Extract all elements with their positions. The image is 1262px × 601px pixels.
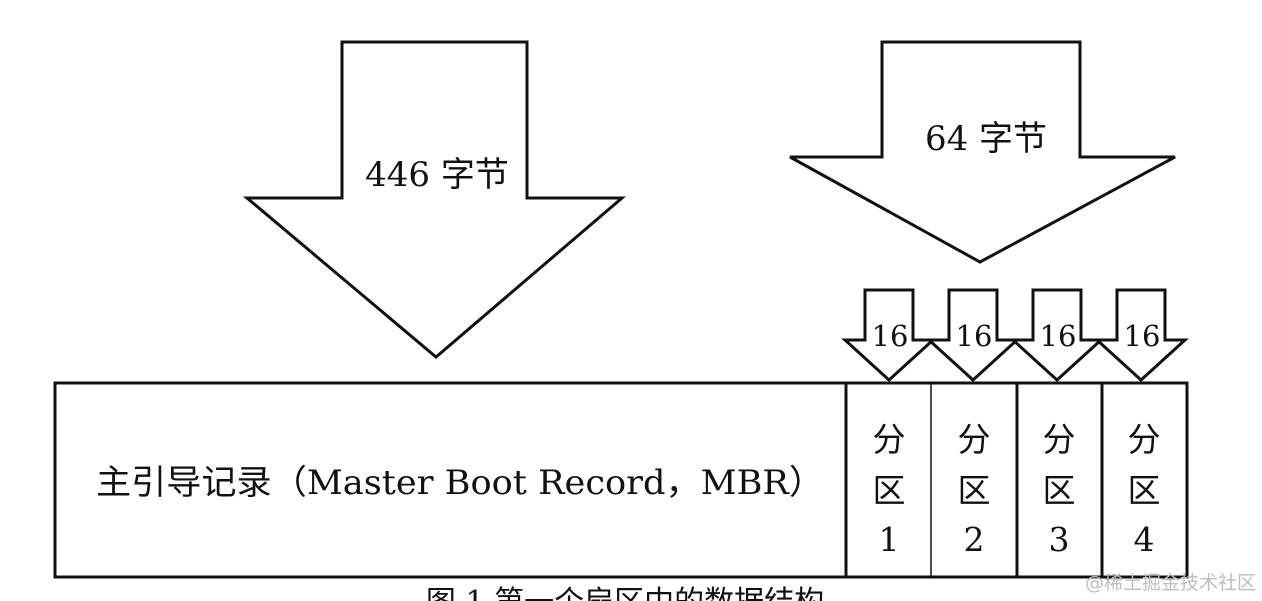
partition-cell-4: 分 区 4 bbox=[1128, 420, 1161, 559]
entry-arrow-3: 16 bbox=[1009, 288, 1105, 383]
partition-label: 区 bbox=[873, 471, 906, 510]
entry-arrow-4: 16 bbox=[1093, 288, 1189, 383]
entry-bytes-label-2: 16 bbox=[956, 319, 993, 353]
mbr-bytes-arrow: 446 字节 bbox=[242, 40, 627, 359]
entry-arrow-1: 16 bbox=[841, 288, 937, 383]
partition-label: 分 bbox=[873, 420, 906, 459]
partition-cell-1: 分 区 1 bbox=[873, 420, 906, 559]
partition-label: 分 bbox=[1128, 420, 1161, 459]
partition-cell-3: 分 区 3 bbox=[1043, 420, 1076, 559]
mbr-label: 主引导记录（Master Boot Record，MBR） bbox=[96, 463, 824, 503]
mbr-bytes-label: 446 字节 bbox=[365, 155, 509, 195]
figure-caption: 图 1 第一个扇区中的数据结构 bbox=[426, 585, 824, 601]
partition-number: 2 bbox=[964, 520, 985, 559]
entry-arrow-2: 16 bbox=[925, 288, 1021, 383]
partition-table-bytes-arrow: 64 字节 bbox=[789, 40, 1176, 264]
partition-table-bytes-label: 64 字节 bbox=[925, 119, 1047, 159]
entry-bytes-label-1: 16 bbox=[872, 319, 909, 353]
entry-bytes-label-3: 16 bbox=[1040, 319, 1077, 353]
partition-label: 区 bbox=[1128, 471, 1161, 510]
partition-label: 区 bbox=[1043, 471, 1076, 510]
partition-cell-2: 分 区 2 bbox=[958, 420, 991, 559]
partition-number: 3 bbox=[1049, 520, 1070, 559]
partition-number: 4 bbox=[1134, 520, 1155, 559]
partition-label: 分 bbox=[958, 420, 991, 459]
partition-label: 区 bbox=[958, 471, 991, 510]
partition-number: 1 bbox=[879, 520, 900, 559]
watermark: @稀土掘金技术社区 bbox=[1085, 572, 1256, 594]
partition-label: 分 bbox=[1043, 420, 1076, 459]
mbr-record-box bbox=[53, 381, 1189, 579]
entry-bytes-label-4: 16 bbox=[1124, 319, 1161, 353]
